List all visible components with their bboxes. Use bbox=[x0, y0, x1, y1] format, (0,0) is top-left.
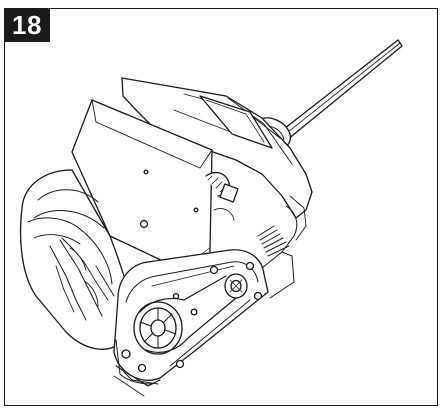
handle-tube bbox=[258, 39, 403, 151]
drive-gears bbox=[205, 171, 239, 221]
screws bbox=[121, 261, 263, 373]
auger-paddles bbox=[49, 237, 115, 321]
drive-belt bbox=[139, 275, 237, 353]
motor-housing bbox=[121, 77, 313, 257]
auger-housing bbox=[19, 169, 133, 350]
large-pulley bbox=[133, 301, 183, 355]
small-pulley bbox=[224, 273, 248, 299]
step-number-badge: 18 bbox=[4, 8, 50, 42]
scraper-bar bbox=[113, 365, 161, 397]
